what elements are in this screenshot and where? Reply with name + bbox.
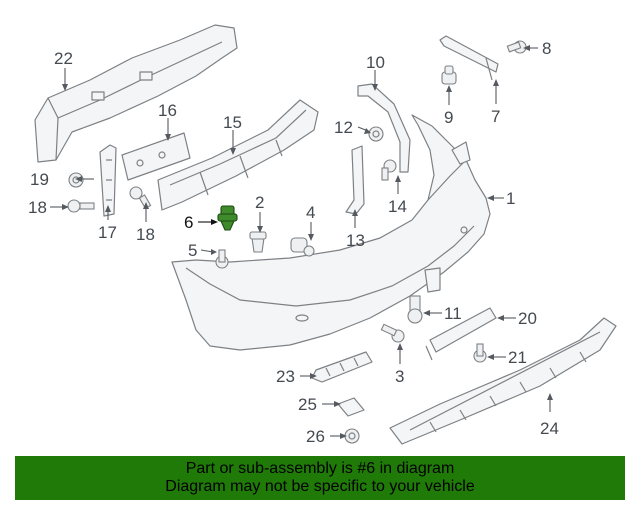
callout-5: 5 xyxy=(188,241,197,260)
callout-17: 17 xyxy=(98,223,117,242)
part-1-bumper-cover xyxy=(171,114,491,351)
callout-1: 1 xyxy=(506,189,515,208)
part-15-energy-absorber xyxy=(157,99,319,211)
part-23-lamp xyxy=(311,351,373,383)
callout-6-highlighted: 6 xyxy=(184,213,193,232)
part-16-bracket xyxy=(121,132,191,181)
callout-18-right: 18 xyxy=(136,225,155,244)
callout-10: 10 xyxy=(366,53,385,72)
part-10-bracket xyxy=(357,83,411,173)
part-22-frame-rail xyxy=(34,24,238,163)
callout-20: 20 xyxy=(518,309,537,328)
part-17-side-bracket xyxy=(99,144,117,217)
part-14-bolt xyxy=(381,159,397,181)
part-26-clip xyxy=(344,428,360,444)
callout-24: 24 xyxy=(540,419,559,438)
callout-11: 11 xyxy=(444,304,462,323)
callout-13: 13 xyxy=(346,231,365,250)
part-5-bolt xyxy=(215,249,229,269)
callout-15: 15 xyxy=(223,113,242,132)
part-4-clip xyxy=(290,237,315,257)
part-2-grommet xyxy=(249,231,267,253)
callout-2: 2 xyxy=(255,193,264,212)
notice-banner: Part or sub-assembly is #6 in diagram Di… xyxy=(15,456,625,500)
callout-19: 19 xyxy=(30,170,49,189)
part-11-bolt xyxy=(407,295,423,324)
part-13-bracket xyxy=(345,145,365,215)
part-6-highlighted-clip xyxy=(217,205,238,231)
callout-14: 14 xyxy=(388,197,407,216)
rear-bumper-parts-diagram: 22 16 15 10 8 9 7 12 19 18 17 18 14 13 1… xyxy=(28,24,617,446)
part-9-clip xyxy=(441,65,457,85)
part-25-bracket xyxy=(337,397,365,417)
notice-line-part: Part or sub-assembly is #6 in diagram xyxy=(185,460,455,477)
callout-23: 23 xyxy=(276,367,295,386)
leader-lines xyxy=(50,45,553,439)
callout-26: 26 xyxy=(306,427,325,446)
callout-7: 7 xyxy=(491,107,500,126)
callout-12: 12 xyxy=(334,118,353,137)
callout-9: 9 xyxy=(444,108,453,127)
part-18-bolt-left xyxy=(67,199,95,213)
part-12-nut xyxy=(368,126,384,142)
part-21-bolt xyxy=(473,343,487,363)
callout-4: 4 xyxy=(306,203,315,222)
callout-8: 8 xyxy=(542,39,551,58)
callout-3: 3 xyxy=(395,367,404,386)
part-20-reflector xyxy=(425,307,497,361)
part-18-bolt-right xyxy=(129,186,152,210)
callout-22: 22 xyxy=(54,49,73,68)
callout-25: 25 xyxy=(298,395,317,414)
part-3-bolt xyxy=(380,323,405,343)
part-24-step-pad xyxy=(389,317,617,445)
part-8-bolt xyxy=(506,40,527,54)
notice-line-disclaimer: Diagram may not be specific to your vehi… xyxy=(165,478,475,495)
callout-labels: 22 16 15 10 8 9 7 12 19 18 17 18 14 13 1… xyxy=(28,39,559,446)
callout-18-left: 18 xyxy=(28,198,47,217)
callout-21: 21 xyxy=(508,348,527,367)
part-7-strip xyxy=(439,35,499,81)
callout-16: 16 xyxy=(158,101,177,120)
